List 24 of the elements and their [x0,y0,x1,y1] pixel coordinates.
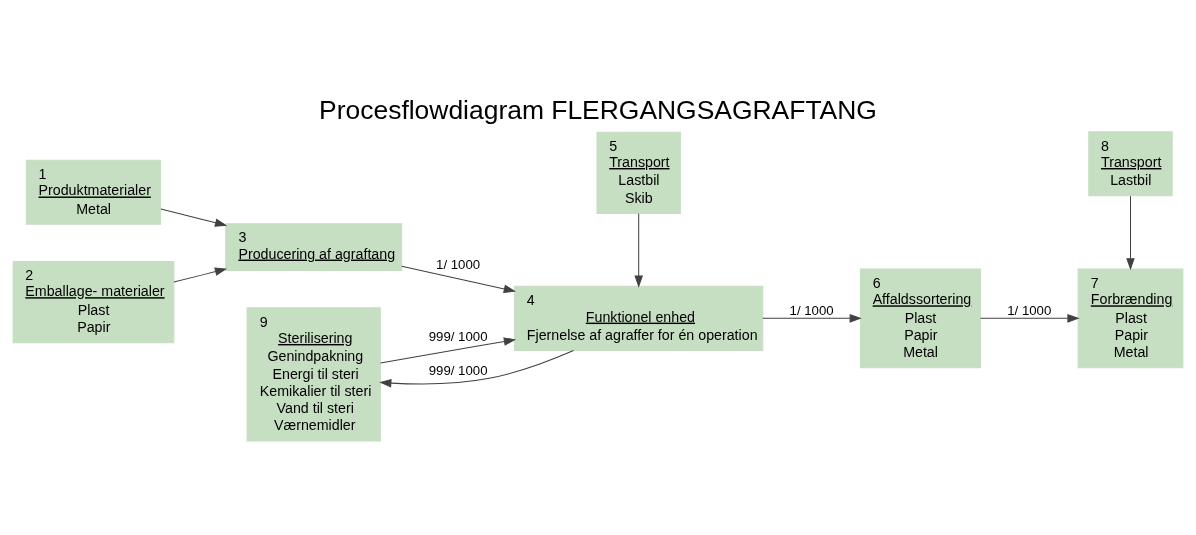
edge-label: 1/ 1000 [436,256,481,272]
node-box: 9 Sterilisering Genindpakning Energi til steri Kemikalier til steri Vand til steri Værnemidler [246,307,381,442]
edge-label: 1/ 1000 [789,302,834,318]
node-box: 8 Transport Lastbil [1088,131,1173,197]
node-box: 5 Transport Lastbil Skib [596,131,681,215]
arrow [160,208,228,227]
node-box: 2 Emballage- materialer Plast Papir [12,260,175,344]
arrow [762,314,862,323]
arrow [1126,195,1135,271]
node-box: 3 Producering af agraftang [225,223,403,272]
node-box: 4 Funktionel enhed Fjernelse af agraffer for én operation [514,285,764,351]
diagram-title: Procesflowdiagram FLERGANGSAGRAFTANG [319,95,877,126]
edge-label: 1/ 1000 [1007,302,1052,318]
arrow [634,213,643,288]
edge-label: 999/ 1000 [428,362,488,378]
arrow [379,350,575,388]
arrow [401,265,516,294]
node-box: 6 Affaldssortering Plast Papir Metal [859,268,981,369]
arrow [173,267,228,283]
arrow [980,314,1080,323]
node-box: 1 Produktmaterialer Metal [25,159,162,225]
arrow [379,337,517,364]
node-box: 7 Forbrænding Plast Papir Metal [1077,268,1184,369]
edge-label: 999/ 1000 [428,329,488,345]
